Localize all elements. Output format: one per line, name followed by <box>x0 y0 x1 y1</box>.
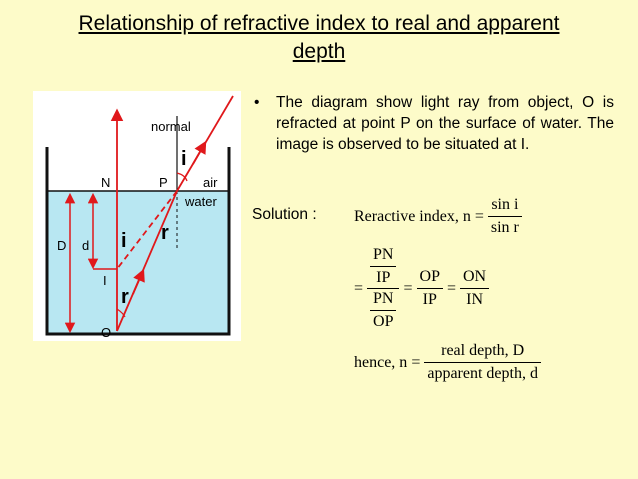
label-P: P <box>159 175 168 190</box>
eq3-equals: = <box>411 353 421 371</box>
fraction-numerator: ON <box>460 268 490 289</box>
fraction-denominator: sin r <box>490 219 519 236</box>
angle-arc-water <box>116 308 126 318</box>
refraction-diagram: normal N P air water D d I O i i r r <box>33 91 241 346</box>
refracted-ray-arrow <box>192 140 207 165</box>
container <box>45 147 231 336</box>
virtual-ray <box>116 190 178 270</box>
label-water: water <box>184 194 217 209</box>
label-r-low: r <box>121 286 129 308</box>
fraction-denominator: IN <box>466 291 483 308</box>
angle-arc-air <box>176 172 188 182</box>
fraction-numerator: real depth, D <box>424 342 541 363</box>
title-line-2: depth <box>292 40 346 63</box>
equation-2: = PN IP PN OP = OP IP = ON IN <box>354 246 490 331</box>
label-d: d <box>82 238 89 253</box>
label-air: air <box>203 175 218 190</box>
title-line-1: Relationship of refractive index to real… <box>78 12 560 35</box>
compound-fraction: PN IP PN OP <box>367 246 400 331</box>
solution-label: Solution : <box>252 206 317 223</box>
fraction-pn-op: PN OP <box>370 290 397 331</box>
label-normal: normal <box>151 119 191 134</box>
fraction-denominator: OP <box>373 313 394 330</box>
label-N: N <box>101 175 110 190</box>
fraction-numerator: OP <box>416 268 443 289</box>
bullet-text: The diagram show light ray from object, … <box>276 94 614 153</box>
equation-3: hence, n = real depth, D apparent depth,… <box>354 342 541 383</box>
fraction-denominator: IP <box>422 291 437 308</box>
compound-denominator: PN OP <box>367 289 399 331</box>
fraction-numerator: PN <box>370 246 397 267</box>
incident-ray-arrow <box>132 268 145 295</box>
incident-ray <box>116 190 178 332</box>
compound-numerator: PN IP <box>367 246 400 289</box>
eq2-equals-2: = <box>403 279 413 297</box>
equation-1: Reractive index, n = sin i sin r <box>354 196 522 237</box>
bullet-dot: • <box>254 94 260 111</box>
fraction-denominator: apparent depth, d <box>427 365 538 382</box>
water-region <box>47 191 229 334</box>
label-i-top: i <box>181 148 187 170</box>
label-O: O <box>101 325 111 340</box>
fraction-numerator: PN <box>370 290 397 311</box>
fraction-on-in: ON IN <box>460 268 490 309</box>
page-title: Relationship of refractive index to real… <box>0 10 638 66</box>
fraction-sini-sinr: sin i sin r <box>487 196 522 237</box>
fraction-op-ip: OP IP <box>416 268 443 309</box>
label-i-mid: i <box>121 230 127 252</box>
fraction-numerator: sin i <box>487 196 522 217</box>
eq2-equals-3: = <box>446 279 456 297</box>
label-r-mid: r <box>161 222 169 244</box>
eq1-prefix: Reractive index, n <box>354 207 471 225</box>
eq2-equals-1: = <box>354 279 364 297</box>
eq3-prefix: hence, n <box>354 353 408 371</box>
fraction-pn-ip: PN IP <box>370 246 397 287</box>
fraction-denominator: IP <box>376 269 391 286</box>
fraction-depths: real depth, D apparent depth, d <box>424 342 541 383</box>
label-I: I <box>103 273 107 288</box>
label-D: D <box>57 238 66 253</box>
eq1-equals: = <box>474 207 484 225</box>
